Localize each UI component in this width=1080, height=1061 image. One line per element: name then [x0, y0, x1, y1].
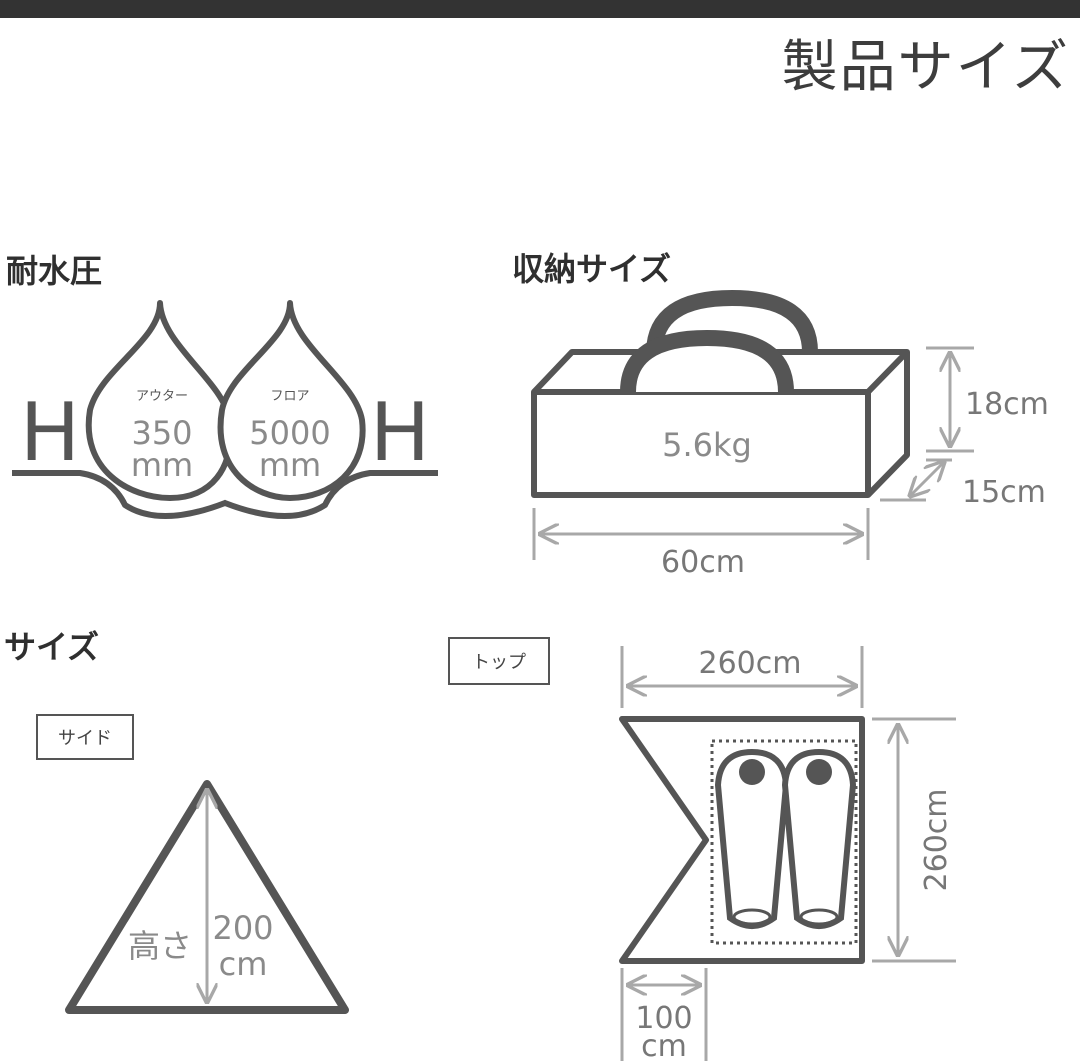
bag-weight: 5.6kg [662, 426, 752, 464]
bag-foot [732, 908, 772, 926]
sleeping-bag-icon [714, 748, 790, 929]
page-title: 製品サイズ [781, 35, 1070, 100]
top-width-label: 260cm [699, 646, 802, 681]
depth-label: 15cm [962, 475, 1046, 510]
side-height-unit: cm [219, 945, 268, 983]
side-tag: サイド [58, 728, 112, 749]
top-depth-label: 260cm [919, 789, 954, 892]
packed-size-heading: 収納サイズ [512, 250, 672, 288]
outer-unit: mm [131, 446, 193, 484]
floor-drop-icon [217, 300, 366, 501]
side-height-value: 200 [212, 909, 273, 947]
head-icon [739, 759, 765, 785]
inner-tent-dotted [710, 739, 858, 945]
side-tag-box [36, 714, 134, 760]
outer-value: 350 [131, 414, 192, 452]
bag-foot [799, 908, 839, 926]
top-view-diagram: トップ 260cm 260cm 100 cm [448, 637, 956, 1061]
back-handle [646, 289, 818, 353]
left-h-symbol: H [20, 386, 80, 479]
top-tag-box [448, 637, 550, 685]
outer-drop-icon [85, 300, 234, 501]
packed-size-diagram: 5.6kg 18cm 15cm 60cm [531, 289, 1049, 580]
floor-unit: mm [259, 446, 321, 484]
height-label: 18cm [965, 387, 1049, 422]
depth-dimension [910, 462, 944, 496]
ground-line [12, 470, 438, 519]
side-height-label: 高さ [128, 927, 192, 965]
water-resistance-diagram: H H アウター 350 mm フロア 5000 mm [12, 300, 438, 519]
right-h-symbol: H [370, 386, 430, 479]
outer-label: アウター [136, 389, 188, 404]
vestibule-unit: cm [641, 1029, 687, 1061]
sleeping-bag-left [714, 748, 790, 929]
water-resistance-heading: 耐水圧 [6, 252, 103, 290]
width-label: 60cm [661, 545, 745, 580]
head-icon [806, 759, 832, 785]
sleeping-bag-right [781, 748, 857, 929]
side-view-diagram: サイド 高さ 200 cm [36, 714, 349, 1014]
floor-label: フロア [270, 389, 309, 404]
size-heading: サイズ [4, 628, 100, 666]
front-handle [620, 329, 794, 393]
floor-value: 5000 [249, 414, 330, 452]
top-tag: トップ [472, 652, 526, 673]
vestibule-value: 100 [635, 1001, 692, 1036]
sleeping-bag-icon [781, 748, 857, 929]
top-bar [0, 0, 1080, 18]
